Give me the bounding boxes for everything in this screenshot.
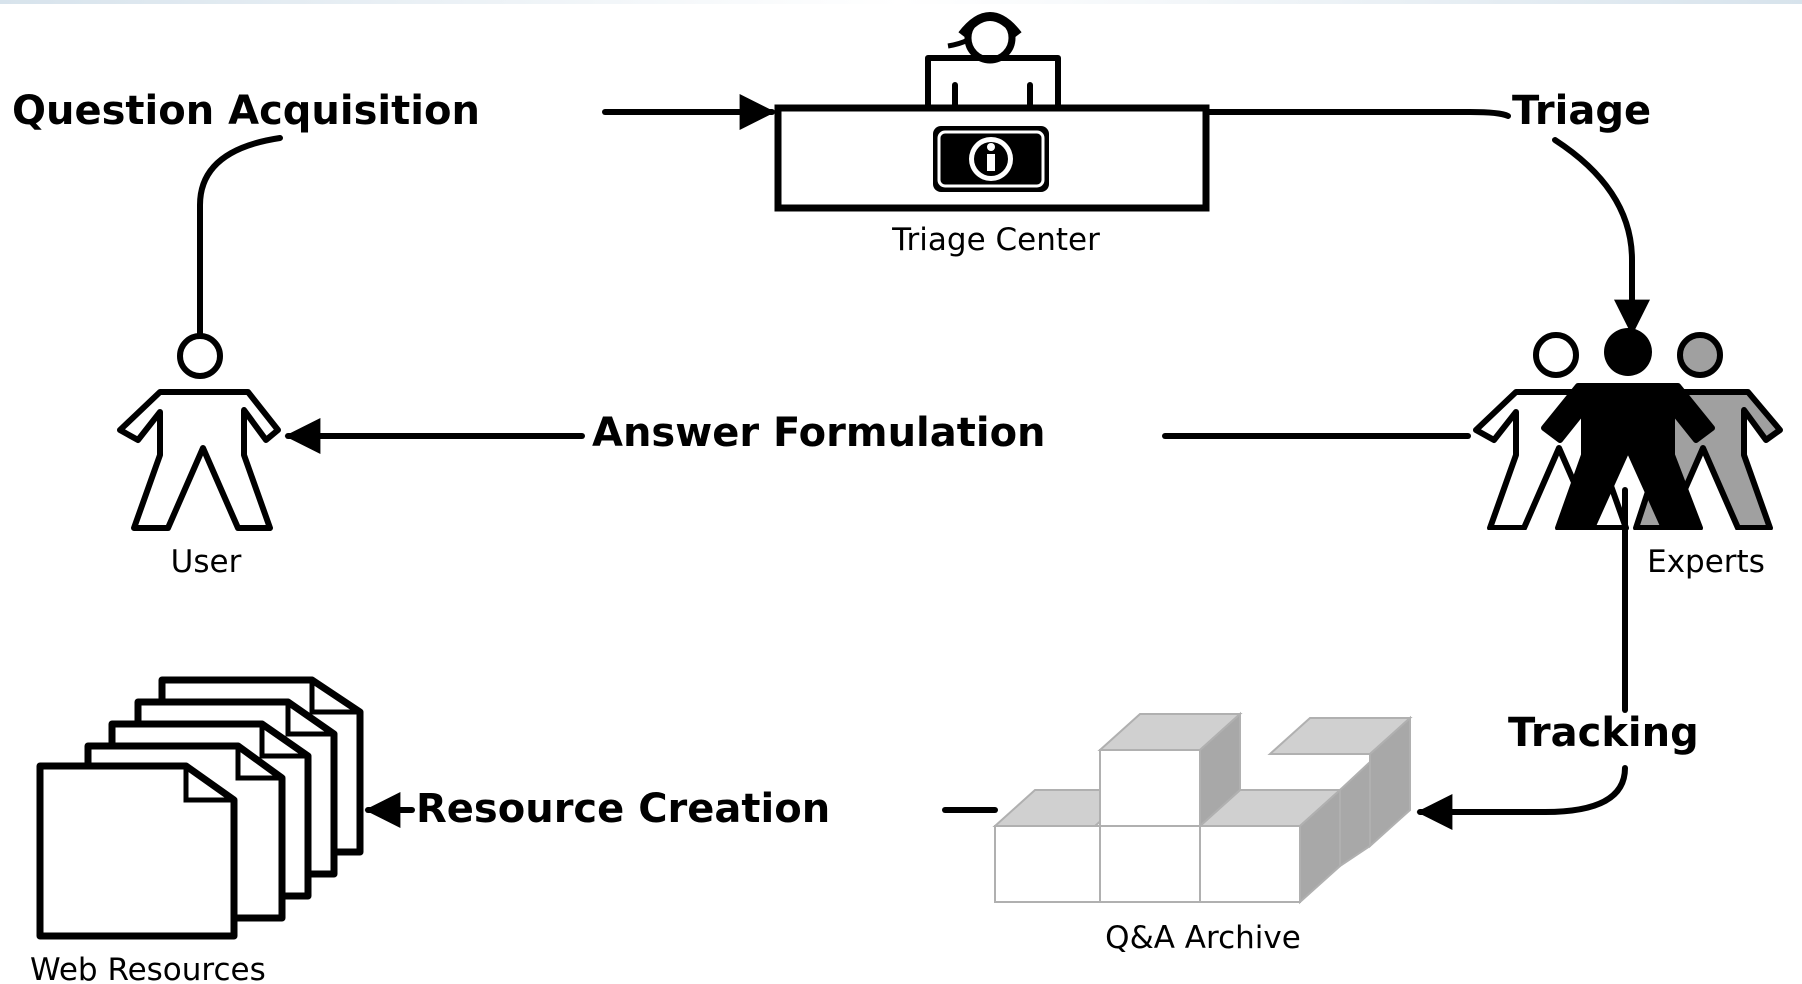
info-desk-icon — [774, 12, 1210, 212]
label-experts: Experts — [1647, 544, 1765, 580]
arrow-tracking — [1416, 765, 1628, 830]
group-icon — [1473, 328, 1783, 530]
label-triage-center: Triage Center — [891, 222, 1100, 258]
label-qa-archive: Q&A Archive — [1105, 920, 1301, 956]
connector-triage-out — [1205, 109, 1511, 119]
label-answer-formulation: Answer Formulation — [592, 410, 1046, 456]
connector-user-up — [197, 135, 283, 338]
label-triage: Triage — [1512, 88, 1651, 134]
stacked-boxes-icon — [992, 711, 1413, 905]
person-icon — [117, 333, 281, 531]
window-top-border — [0, 0, 1802, 4]
document-stack-icon — [36, 676, 364, 940]
label-question-acquisition: Question Acquisition — [12, 88, 480, 134]
label-resource-creation: Resource Creation — [416, 786, 830, 832]
label-tracking: Tracking — [1508, 710, 1699, 756]
label-web-resources: Web Resources — [30, 952, 266, 984]
label-user: User — [171, 544, 242, 580]
arrow-triage — [1552, 137, 1650, 336]
